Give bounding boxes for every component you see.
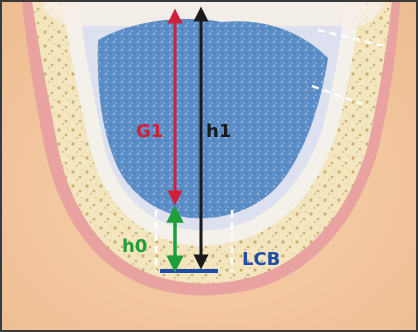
- label-g1: G1: [136, 121, 163, 142]
- label-h1: h1: [206, 121, 231, 142]
- label-h0: h0: [122, 236, 147, 257]
- label-lcb: LCB: [242, 249, 280, 270]
